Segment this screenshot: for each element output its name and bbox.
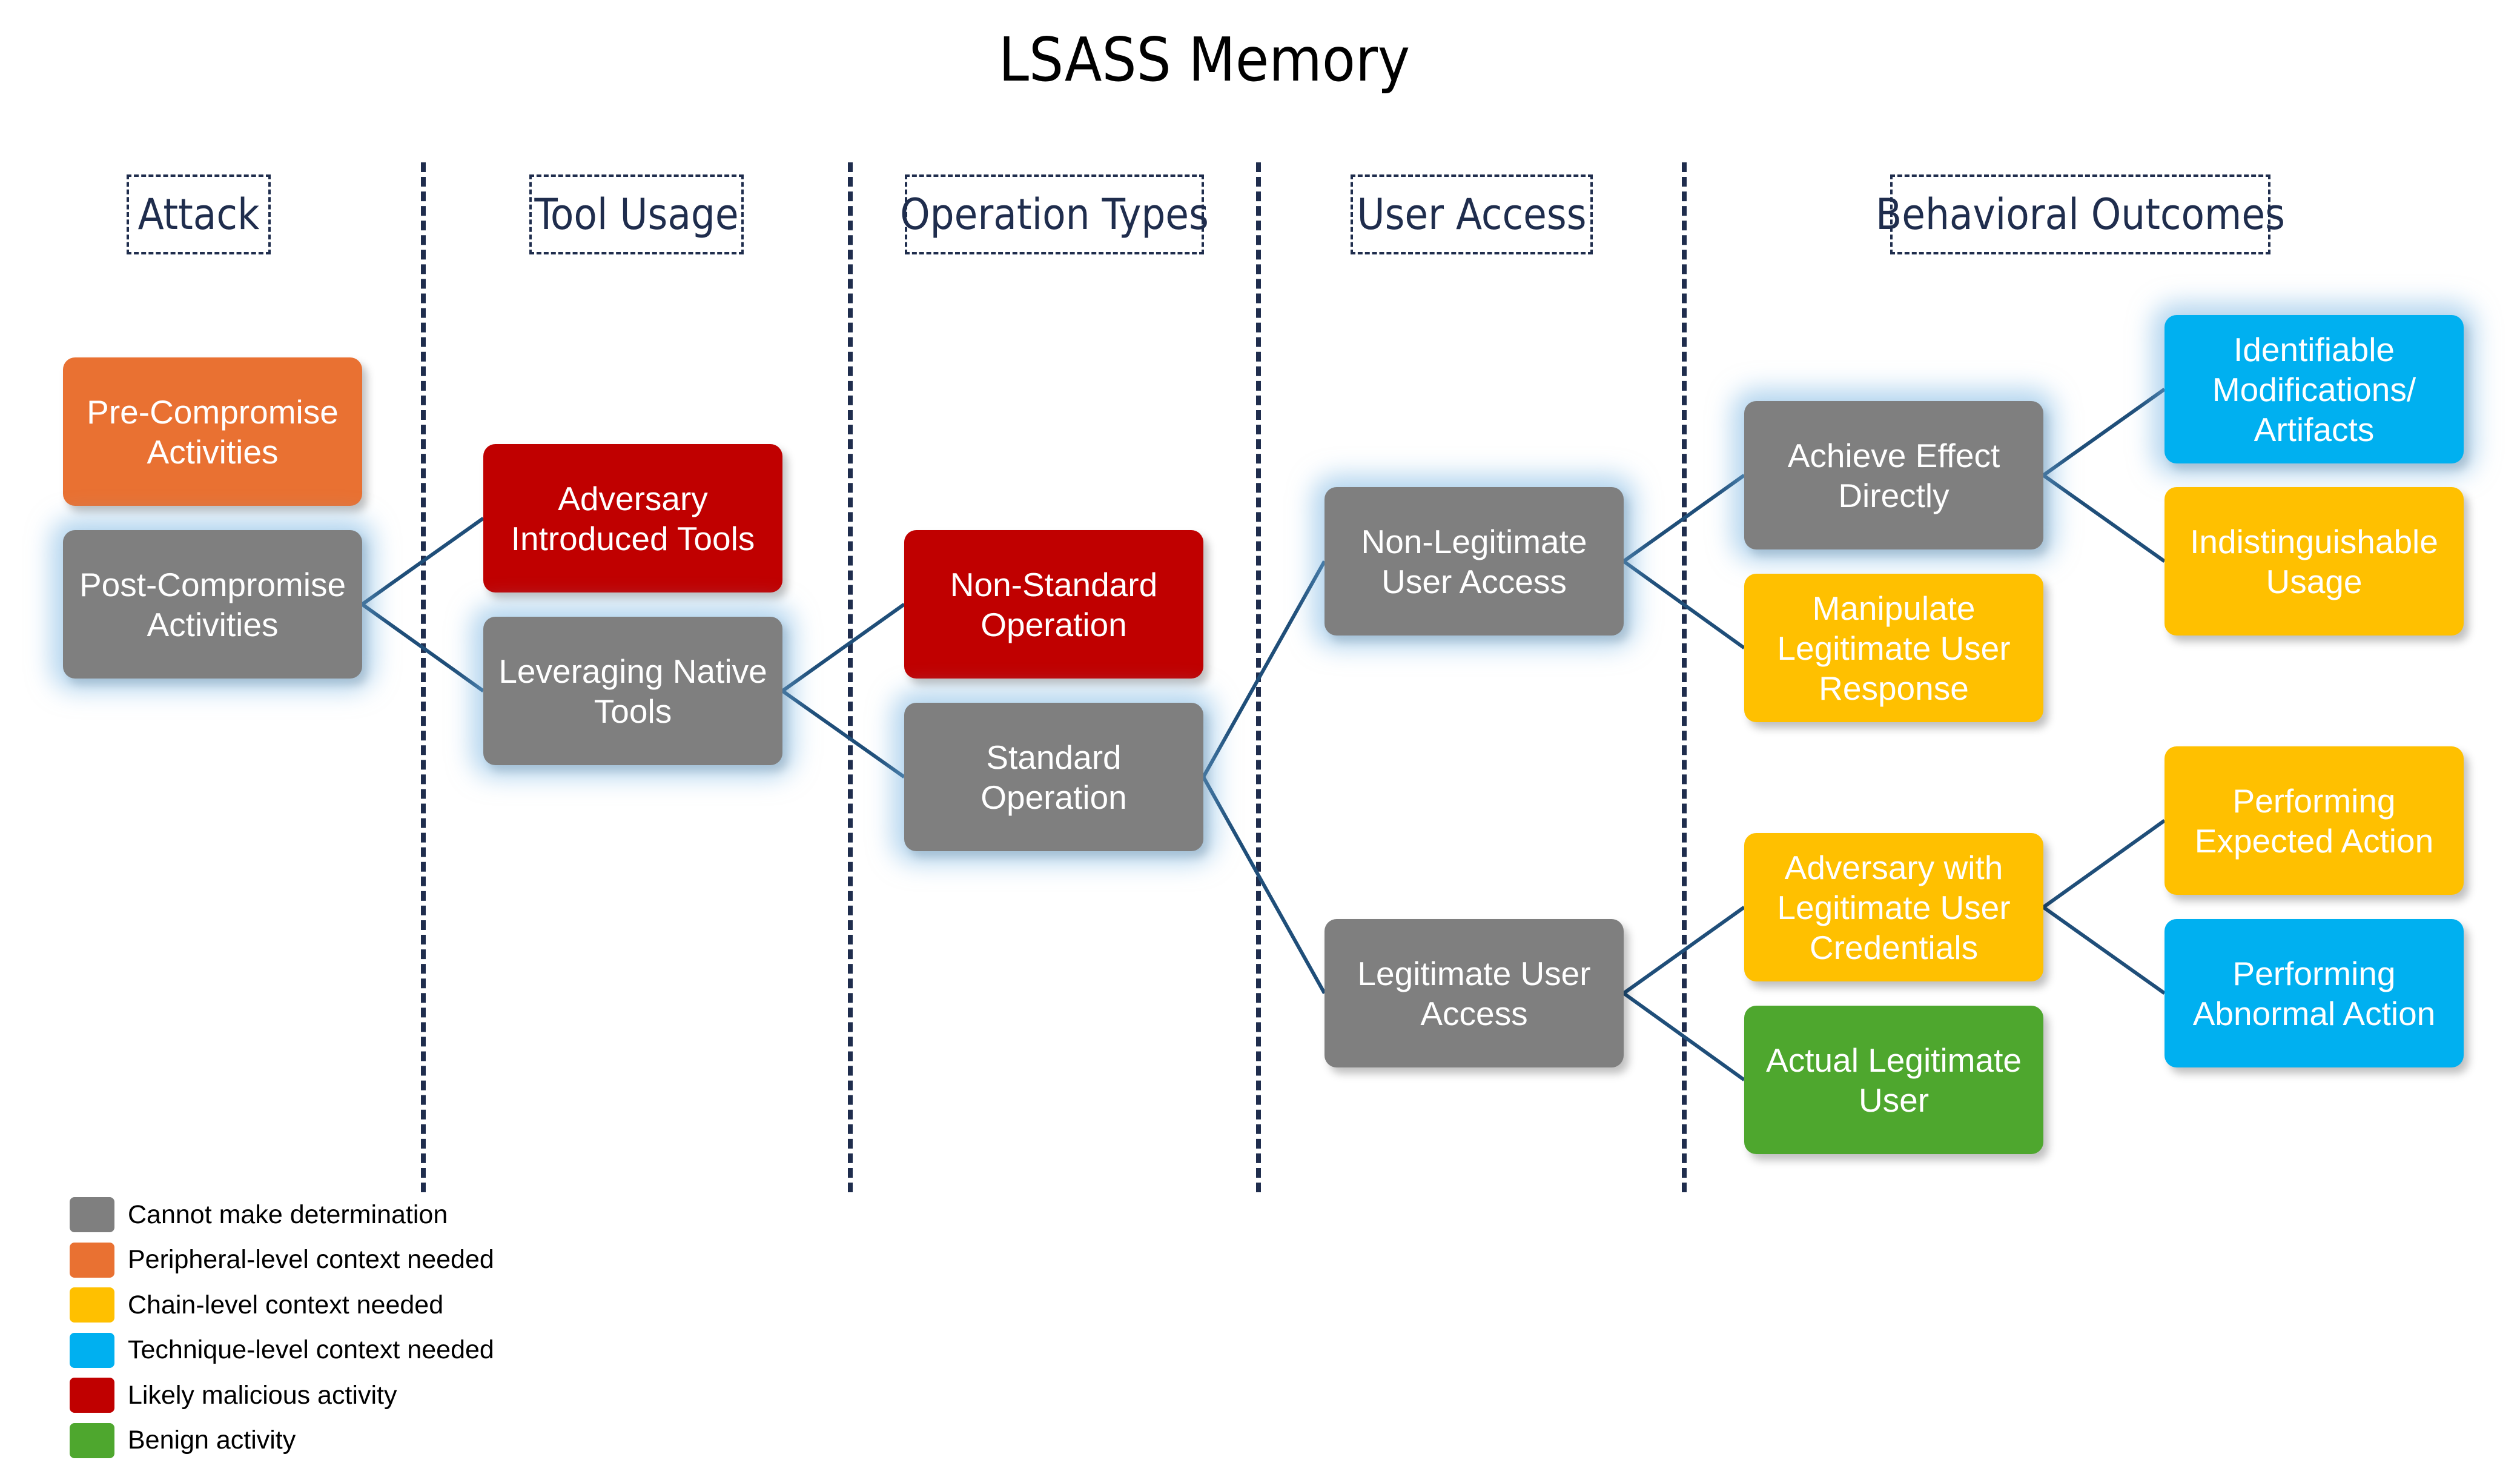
column-header-behavioral-outcomes: Behavioral Outcomes <box>1876 174 2285 254</box>
legend-item: Cannot make determination <box>70 1192 494 1238</box>
connector-native_tools-to-non_standard <box>781 603 905 692</box>
legend-item: Peripheral-level context needed <box>70 1238 494 1283</box>
legend-item: Likely malicious activity <box>70 1373 494 1418</box>
node-identifiable-modifications-artifacts: Identifiable Modifications/ Artifacts <box>2164 315 2464 463</box>
connector-non_legit_access-to-achieve_effect <box>1622 474 1745 563</box>
node-indistinguishable-usage: Indistinguishable Usage <box>2164 487 2464 636</box>
connector-non_legit_access-to-manipulate_response <box>1622 560 1745 649</box>
connector-legit_access-to-actual_user <box>1622 992 1745 1081</box>
node-performing-expected-action: Performing Expected Action <box>2164 746 2464 895</box>
column-header-tool-usage: Tool Usage <box>529 174 744 254</box>
node-non-standard-operation: Non-Standard Operation <box>904 530 1203 679</box>
legend-swatch <box>70 1287 114 1323</box>
column-header-user-access: User Access <box>1351 174 1593 254</box>
connector-adversary_creds-to-abnormal_action <box>2042 906 2166 995</box>
column-header-attack: Attack <box>127 174 271 254</box>
node-manipulate-legitimate-user-response: Manipulate Legitimate User Response <box>1744 574 2043 722</box>
connector-native_tools-to-standard <box>781 689 905 778</box>
connector-standard-to-legit_access <box>1202 776 1326 994</box>
column-divider <box>1682 162 1687 1192</box>
node-non-legitimate-user-access: Non-Legitimate User Access <box>1324 487 1624 636</box>
node-leveraging-native-tools: Leveraging Native Tools <box>483 617 782 765</box>
diagram-title: LSASS Memory <box>998 24 1410 95</box>
legend-swatch <box>70 1242 114 1278</box>
legend-swatch <box>70 1378 114 1413</box>
legend-item: Technique-level context needed <box>70 1328 494 1373</box>
legend-item: Chain-level context needed <box>70 1283 494 1328</box>
column-header-operation-types: Operation Types <box>900 174 1209 254</box>
node-legitimate-user-access: Legitimate User Access <box>1324 919 1624 1067</box>
connector-standard-to-non_legit_access <box>1202 560 1326 778</box>
node-adversary-with-legitimate-user-credentials: Adversary with Legitimate User Credentia… <box>1744 833 2043 981</box>
connector-achieve_effect-to-indistinguishable <box>2042 474 2166 563</box>
node-standard-operation: Standard Operation <box>904 703 1203 851</box>
node-actual-legitimate-user: Actual Legitimate User <box>1744 1006 2043 1154</box>
node-performing-abnormal-action: Performing Abnormal Action <box>2164 919 2464 1067</box>
legend-item: Benign activity <box>70 1418 494 1464</box>
node-pre-compromise-activities: Pre-Compromise Activities <box>63 357 362 506</box>
node-post-compromise-activities: Post-Compromise Activities <box>63 530 362 679</box>
legend-swatch <box>70 1332 114 1368</box>
node-achieve-effect-directly: Achieve Effect Directly <box>1744 401 2043 549</box>
connector-post_compromise-to-adversary_tools <box>361 517 484 606</box>
connector-adversary_creds-to-expected_action <box>2042 819 2166 909</box>
connector-achieve_effect-to-identifiable_mods <box>2042 388 2166 477</box>
connector-post_compromise-to-native_tools <box>361 603 484 692</box>
connector-legit_access-to-adversary_creds <box>1622 906 1745 995</box>
column-divider <box>421 162 426 1192</box>
node-adversary-introduced-tools: Adversary Introduced Tools <box>483 444 782 592</box>
legend-swatch <box>70 1422 114 1458</box>
column-divider <box>848 162 853 1192</box>
legend: Cannot make determination Peripheral-lev… <box>70 1192 494 1463</box>
legend-swatch <box>70 1197 114 1233</box>
